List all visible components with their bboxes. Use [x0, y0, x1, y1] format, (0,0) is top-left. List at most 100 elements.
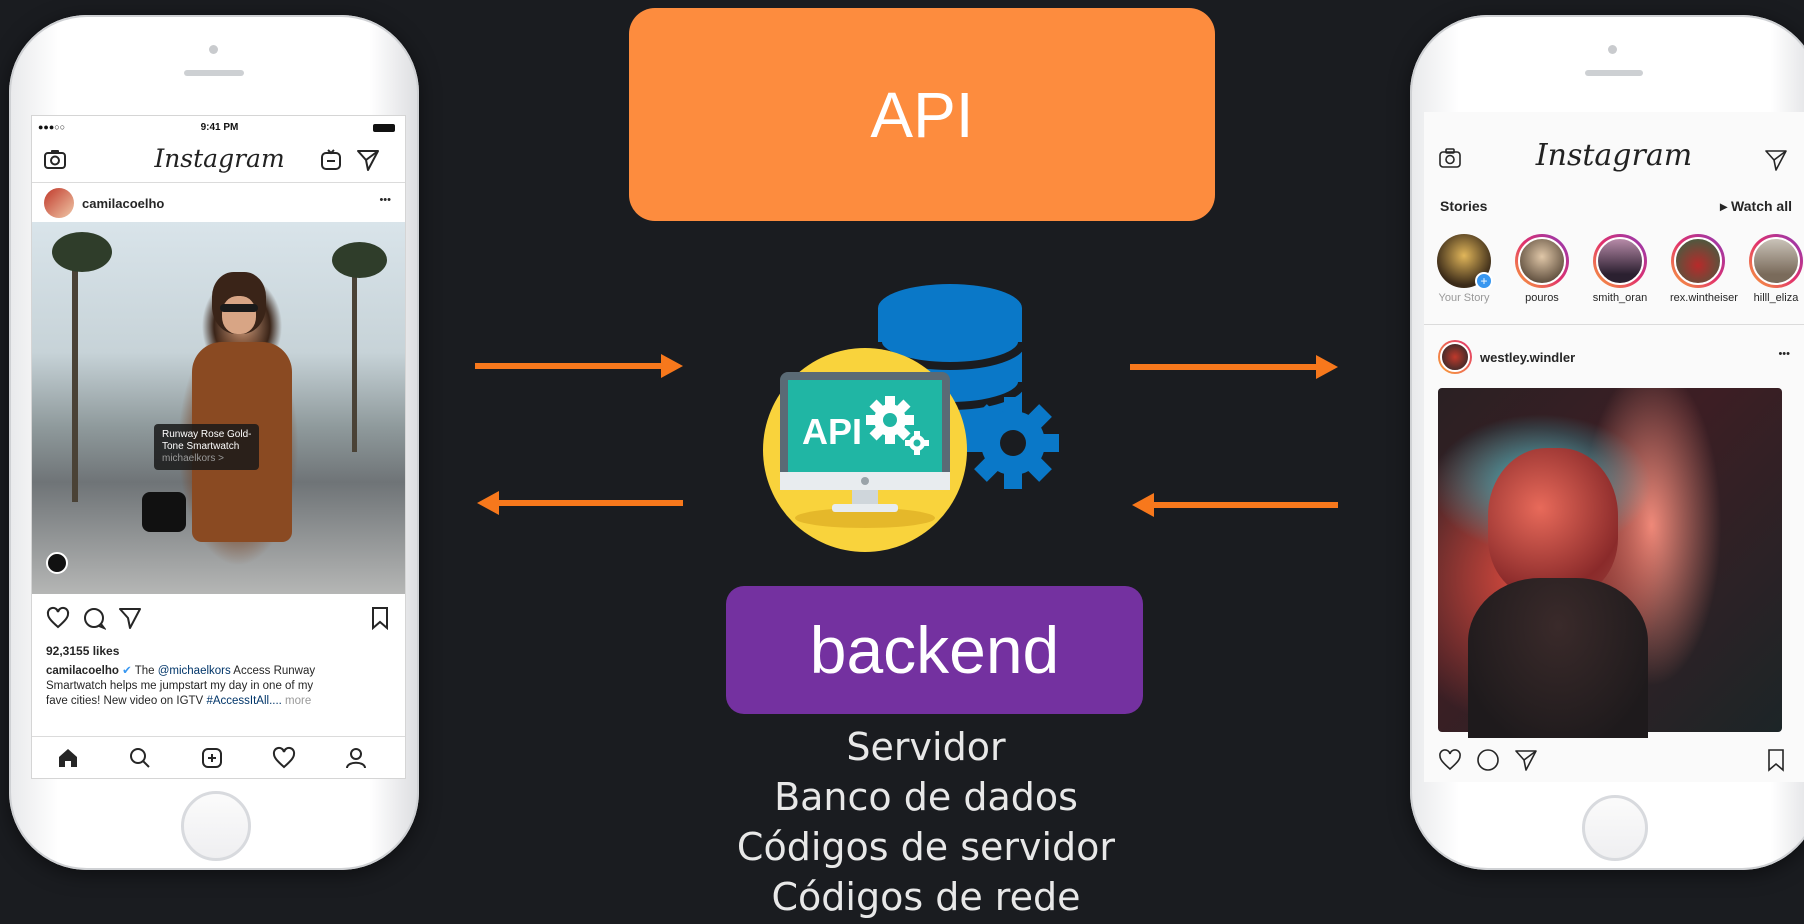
verified-icon: ✔ [118, 665, 132, 677]
caption-text-1: The [131, 665, 158, 677]
camera-icon[interactable] [1438, 146, 1462, 170]
handbag [142, 492, 186, 532]
backend-items-list: Servidor Banco de dados Códigos de servi… [700, 722, 1152, 922]
stories-divider [1424, 324, 1804, 325]
more-options-icon[interactable]: ••• [1778, 348, 1790, 360]
like-icon[interactable] [46, 606, 70, 630]
share-icon[interactable] [118, 606, 142, 630]
palm-leaves-2 [332, 242, 387, 278]
backend-item-codigos-de-servidor: Códigos de servidor [736, 825, 1116, 869]
right-phone: Instagram Stories ▸ Watch all + Your Sto… [1410, 15, 1804, 870]
person-head [1488, 448, 1618, 598]
caption-line-2: Smartwatch helps me jumpstart my day in … [46, 680, 314, 692]
story-rex-wintheiser[interactable]: rex.wintheiser [1670, 234, 1738, 304]
product-tag-line-3: michaelkors > [162, 453, 224, 464]
monitor-gear-large-icon [866, 396, 914, 444]
stories-label: Stories [1440, 198, 1488, 214]
igtv-icon[interactable] [319, 148, 343, 172]
left-phone: ●●●○○ 9:41 PM Instagram camilacoelho ••• [9, 15, 419, 870]
like-icon[interactable] [1438, 748, 1462, 772]
caption-line-3: fave cities! New video on IGTV [46, 695, 207, 707]
more-options-icon[interactable]: ••• [379, 194, 391, 206]
arrow-right-phone-to-api [1132, 493, 1338, 517]
arrow-api-to-left-phone [477, 491, 683, 515]
api-database-illustration: API [763, 284, 1059, 552]
comment-icon[interactable] [1476, 748, 1500, 772]
story-smith-oran[interactable]: smith_oran [1592, 234, 1648, 304]
story-name: smith_oran [1592, 292, 1648, 304]
sunglasses [220, 304, 258, 312]
caption-mention[interactable]: @michaelkors [157, 665, 231, 677]
instagram-logo: Instagram [1535, 138, 1693, 173]
caption-more[interactable]: more [281, 695, 312, 707]
person-face [222, 296, 256, 334]
add-post-icon[interactable] [200, 746, 224, 770]
shopping-bag-icon[interactable] [46, 552, 68, 574]
story-your-story[interactable]: + Your Story [1436, 234, 1493, 304]
search-icon[interactable] [128, 746, 152, 770]
status-time: 9:41 PM [200, 122, 239, 133]
story-name: pouros [1525, 292, 1559, 304]
palm-trunk [72, 242, 78, 502]
monitor-gear-small-icon [905, 431, 929, 455]
backend-item-codigos-de-rede: Códigos de rede [771, 875, 1081, 919]
phone-camera [1608, 45, 1617, 54]
arrow-left-phone-to-api [475, 354, 683, 378]
story-pouros[interactable]: pouros [1514, 234, 1570, 304]
post-caption: camilacoelho ✔ The @michaelkors Access R… [46, 664, 396, 709]
phone-speaker [1585, 70, 1643, 76]
person-body [1468, 578, 1648, 738]
monitor-api-text: API [802, 411, 862, 452]
product-tag[interactable]: Runway Rose Gold- Tone Smartwatch michae… [154, 424, 260, 470]
direct-message-icon[interactable] [1764, 148, 1788, 172]
post-username[interactable]: westley.windler [1480, 350, 1576, 365]
phone-camera [209, 45, 218, 54]
left-phone-screen: ●●●○○ 9:41 PM Instagram camilacoelho ••• [31, 115, 406, 779]
camera-icon[interactable] [42, 146, 68, 172]
status-carrier: ●●●○○ [38, 122, 66, 132]
add-story-icon: + [1475, 272, 1493, 290]
activity-icon[interactable] [272, 746, 296, 770]
bookmark-icon[interactable] [368, 606, 392, 631]
backend-item-servidor: Servidor [846, 725, 1006, 769]
gear-icon [967, 397, 1059, 489]
story-name: Your Story [1438, 292, 1490, 304]
watch-all-button[interactable]: ▸ Watch all [1720, 198, 1792, 214]
battery-icon [373, 124, 395, 132]
share-icon[interactable] [1514, 748, 1538, 772]
likes-count: 92,3155 likes [46, 644, 120, 658]
story-name: rex.wintheiser [1670, 292, 1738, 304]
home-icon[interactable] [56, 746, 80, 770]
comment-icon[interactable] [82, 606, 107, 631]
caption-hashtag[interactable]: #AccessItAll.... [206, 695, 282, 707]
api-label: API [870, 78, 974, 151]
story-name: hilll_eliza [1753, 292, 1799, 304]
product-tag-line-2: Tone Smartwatch [162, 441, 240, 452]
backend-item-banco-de-dados: Banco de dados [774, 775, 1078, 819]
post-photo[interactable]: Runway Rose Gold- Tone Smartwatch michae… [32, 222, 405, 594]
phone-home-button [1582, 795, 1648, 861]
story-avatar [1593, 234, 1647, 288]
palm-leaves [52, 232, 112, 272]
post-photo[interactable] [1438, 388, 1782, 738]
header-divider [32, 182, 405, 183]
bookmark-icon[interactable] [1764, 748, 1788, 772]
avatar[interactable] [44, 188, 74, 218]
profile-icon[interactable] [344, 746, 368, 770]
avatar[interactable] [1438, 340, 1472, 374]
product-tag-line-1: Runway Rose Gold- [162, 429, 252, 440]
backend-label: backend [809, 613, 1060, 687]
nav-divider [32, 736, 405, 737]
story-avatar [1515, 234, 1569, 288]
post-username[interactable]: camilacoelho [82, 196, 165, 211]
caption-username[interactable]: camilacoelho [46, 665, 119, 677]
story-avatar [1671, 234, 1725, 288]
story-hilll-eliza[interactable]: hilll_eliza [1748, 234, 1804, 304]
backend-box: backend [726, 586, 1143, 714]
phone-speaker [184, 70, 244, 76]
direct-message-icon[interactable] [356, 148, 380, 172]
monitor-icon [780, 372, 950, 512]
arrow-api-to-right-phone [1130, 355, 1338, 379]
caption-text-2: Access Runway [230, 665, 316, 677]
right-phone-screen: Instagram Stories ▸ Watch all + Your Sto… [1424, 112, 1804, 782]
